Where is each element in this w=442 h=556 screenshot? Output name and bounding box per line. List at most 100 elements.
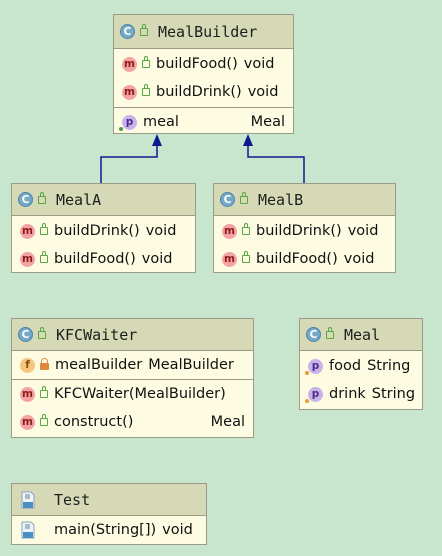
property-name: meal: [143, 114, 179, 130]
field-icon: f: [20, 357, 35, 373]
method-name: buildFood(): [256, 251, 338, 267]
class-icon: C: [220, 192, 235, 207]
java-file-icon: [21, 521, 35, 539]
class-test[interactable]: Test main(String[]) void: [11, 483, 207, 545]
methods-section: m KFCWaiter(MealBuilder) m construct() M…: [12, 380, 253, 436]
public-visibility-icon: [242, 223, 250, 235]
method-icon: m: [20, 414, 35, 430]
method-name: buildDrink(): [54, 223, 140, 239]
private-visibility-icon: [40, 358, 49, 370]
method-return-type: void: [141, 251, 173, 267]
method-name: main(String[]): [54, 522, 157, 538]
method-row[interactable]: m buildDrink() void: [12, 217, 195, 245]
method-row[interactable]: m buildFood() void: [12, 245, 195, 273]
edge-meala-mealbuilder: [100, 138, 158, 183]
class-kfcwaiter-header[interactable]: C KFCWaiter: [12, 319, 253, 351]
method-icon: m: [20, 251, 35, 267]
method-icon: m: [122, 56, 137, 72]
class-meala-header[interactable]: C MealA: [12, 184, 195, 216]
arrowhead-meala: [152, 134, 162, 146]
methods-section: main(String[]) void: [12, 516, 206, 544]
class-name: Test: [54, 490, 91, 509]
property-row[interactable]: p food String: [300, 352, 422, 380]
method-return-type: void: [343, 251, 375, 267]
properties-section: p meal Meal: [114, 108, 293, 136]
public-visibility-icon: [38, 191, 46, 204]
public-visibility-icon: [142, 84, 150, 96]
public-visibility-icon: [326, 326, 334, 339]
public-visibility-icon: [40, 414, 48, 426]
class-icon: C: [18, 327, 33, 342]
method-icon: m: [222, 223, 237, 239]
public-visibility-icon: [242, 251, 250, 263]
arrowhead-mealb: [243, 134, 253, 146]
property-icon: p: [305, 386, 323, 403]
method-return-type: Meal: [210, 414, 245, 430]
methods-section: m buildFood() void m buildDrink() void: [114, 49, 293, 108]
public-visibility-icon: [140, 23, 148, 36]
method-row[interactable]: main(String[]) void: [12, 516, 206, 544]
property-name: food: [329, 358, 362, 374]
public-visibility-icon: [142, 56, 150, 68]
method-name: buildFood(): [54, 251, 136, 267]
method-return-type: void: [145, 223, 177, 239]
method-return-type: void: [247, 84, 279, 100]
property-name: drink: [329, 386, 366, 402]
public-visibility-icon: [40, 251, 48, 263]
class-mealb[interactable]: C MealB m buildDrink() void m buildFood(…: [213, 183, 396, 273]
class-test-header[interactable]: Test: [12, 484, 206, 516]
method-row[interactable]: m construct() Meal: [12, 408, 253, 436]
class-meala[interactable]: C MealA m buildDrink() void m buildFood(…: [11, 183, 196, 273]
method-return-type: void: [243, 56, 275, 72]
field-row[interactable]: f mealBuilder MealBuilder: [12, 351, 253, 379]
edge-mealb-mealbuilder: [247, 138, 305, 183]
methods-section: m buildDrink() void m buildFood() void: [214, 216, 395, 274]
field-name: mealBuilder: [55, 357, 143, 373]
method-name: buildDrink(): [156, 84, 242, 100]
method-name: buildFood(): [156, 56, 238, 72]
method-icon: m: [122, 84, 137, 100]
method-icon: m: [222, 251, 237, 267]
method-row[interactable]: m buildFood() void: [114, 50, 293, 78]
public-visibility-icon: [38, 326, 46, 339]
class-name: KFCWaiter: [56, 325, 138, 344]
method-name: construct(): [54, 414, 134, 430]
property-icon: p: [119, 114, 137, 131]
method-row[interactable]: m buildFood() void: [214, 245, 395, 273]
class-icon: C: [120, 24, 135, 39]
class-icon: C: [18, 192, 33, 207]
property-type: String: [367, 358, 411, 374]
class-icon: C: [306, 327, 321, 342]
method-row[interactable]: m buildDrink() void: [214, 217, 395, 245]
class-name: MealB: [258, 190, 304, 209]
property-icon: p: [305, 358, 323, 375]
method-icon: m: [20, 386, 35, 402]
public-visibility-icon: [240, 191, 248, 204]
fields-section: f mealBuilder MealBuilder: [12, 351, 253, 380]
class-meal[interactable]: C Meal p food String p drink String: [299, 318, 423, 410]
method-icon: m: [20, 223, 35, 239]
property-type: String: [371, 386, 416, 402]
class-mealb-header[interactable]: C MealB: [214, 184, 395, 216]
method-return-type: void: [347, 223, 379, 239]
class-name: MealA: [56, 190, 102, 209]
property-type: Meal: [250, 114, 285, 130]
class-kfcwaiter[interactable]: C KFCWaiter f mealBuilder MealBuilder m …: [11, 318, 254, 438]
method-name: buildDrink(): [256, 223, 342, 239]
class-mealbuilder[interactable]: C MealBuilder m buildFood() void m build…: [113, 14, 294, 134]
method-row[interactable]: m KFCWaiter(MealBuilder): [12, 380, 253, 408]
class-name: MealBuilder: [158, 22, 258, 41]
public-visibility-icon: [40, 386, 48, 398]
public-visibility-icon: [40, 223, 48, 235]
property-row[interactable]: p drink String: [300, 380, 422, 408]
method-row[interactable]: m buildDrink() void: [114, 78, 293, 106]
class-meal-header[interactable]: C Meal: [300, 319, 422, 351]
class-name: Meal: [344, 325, 381, 344]
properties-section: p food String p drink String: [300, 351, 422, 409]
property-row[interactable]: p meal Meal: [114, 108, 293, 136]
class-mealbuilder-header[interactable]: C MealBuilder: [114, 15, 293, 49]
methods-section: m buildDrink() void m buildFood() void: [12, 216, 195, 274]
constructor-name: KFCWaiter(MealBuilder): [54, 386, 226, 402]
java-file-icon: [21, 491, 35, 508]
field-type: MealBuilder: [148, 357, 234, 373]
